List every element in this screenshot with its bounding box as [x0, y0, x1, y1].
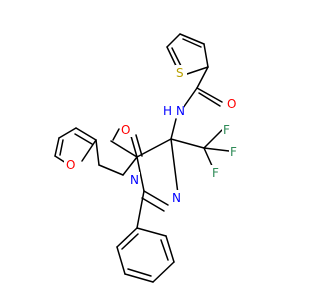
structure-diagram: S O N H O O N N F F F [54, 33, 239, 283]
molecule-canvas: S O N H O O N N F F F [54, 33, 239, 283]
carbonyl-oxygen-label: O [121, 123, 130, 137]
sulfur-atom-label: S [176, 66, 184, 80]
n-c4-bond [170, 118, 177, 140]
amide-nitrogen-label: N [176, 104, 185, 118]
thiophene-ring [166, 33, 209, 75]
trifluoromethyl-group [170, 129, 230, 169]
amide-hydrogen-label: H [163, 104, 172, 118]
furylmethyl-linker [95, 139, 138, 176]
amide-group [182, 66, 223, 109]
ring-nitrogen-1-label: N [130, 173, 139, 187]
fluorine-3-label: F [212, 166, 219, 180]
fluorine-1-label: F [223, 123, 230, 137]
amide-oxygen-label: O [227, 97, 236, 111]
atom-labels: S O N H O O N N F F F [64, 65, 239, 205]
fluorine-2-label: F [230, 145, 237, 159]
phenyl-ring [116, 190, 175, 283]
furan-oxygen-label: O [66, 158, 75, 172]
ring-nitrogen-2-label: N [172, 191, 181, 205]
ring-carbonyl [130, 134, 143, 158]
furan-ring [54, 127, 97, 164]
imidazolone-ring [110, 128, 179, 212]
